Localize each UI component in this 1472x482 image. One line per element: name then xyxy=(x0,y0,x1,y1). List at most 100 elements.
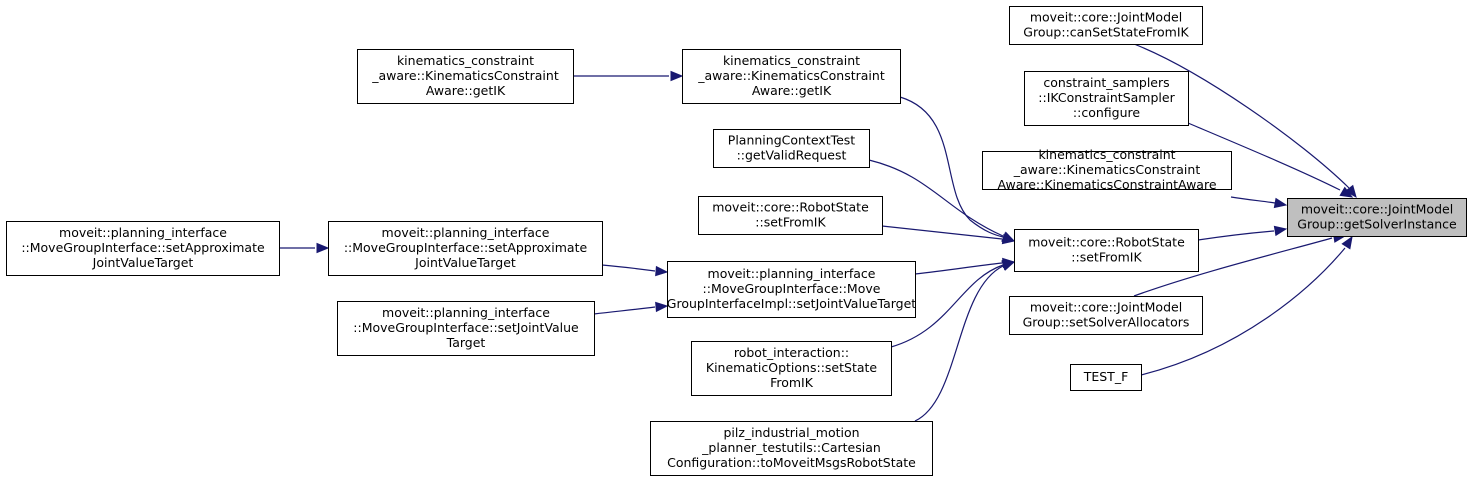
caller-node[interactable]: moveit::core::JointModelGroup::canSetSta… xyxy=(1009,6,1203,45)
edge-n2-n0 xyxy=(1187,122,1354,198)
node-box xyxy=(682,49,901,104)
node-box xyxy=(713,129,870,168)
node-box xyxy=(650,421,933,476)
root-node[interactable]: moveit::core::JointModelGroup::getSolver… xyxy=(1287,198,1467,237)
node-box xyxy=(1009,6,1203,45)
node-label-line: Aware::KinematicsConstraintAware xyxy=(997,177,1216,192)
edge-n16-n14 xyxy=(279,242,330,254)
node-label-line: _planner_testutils::Cartesian xyxy=(701,440,881,455)
edge-line xyxy=(1187,122,1341,191)
node-box xyxy=(1024,71,1189,126)
node-box xyxy=(667,261,916,318)
node-label-line: _aware::KinematicsConstraint xyxy=(1013,162,1201,177)
node-label-line: KinematicOptions::setState xyxy=(706,360,878,375)
node-label-line: robot_interaction:: xyxy=(734,345,849,360)
arrowhead-icon xyxy=(670,70,684,82)
arrowhead-icon xyxy=(1339,186,1354,198)
edge-n14-n10 xyxy=(601,264,669,277)
edge-line xyxy=(868,159,1004,237)
edge-n4-n0 xyxy=(1197,225,1288,241)
node-label-line: FromIK xyxy=(770,375,814,390)
edges-layer xyxy=(279,43,1357,422)
edge-n6-n0 xyxy=(1140,235,1353,376)
node-label-line: _aware::KinematicsConstraint xyxy=(371,68,559,83)
caller-node[interactable]: robot_interaction::KinematicOptions::set… xyxy=(691,341,892,396)
edge-line xyxy=(914,265,1004,422)
node-label-line: ::MoveGroupInterface::Move xyxy=(703,281,881,296)
edge-line xyxy=(1230,196,1276,204)
node-label-line: ::getValidRequest xyxy=(737,148,847,163)
edge-line xyxy=(1133,43,1350,189)
node-label-line: moveit::core::JointModel xyxy=(1301,202,1453,217)
node-label-line: kinematics_constraint xyxy=(1038,147,1175,162)
edge-n1-n0 xyxy=(1133,43,1357,199)
node-label-line: Aware::getIK xyxy=(426,83,506,98)
node-label-line: moveit::planning_interface xyxy=(382,305,550,320)
node-label-line: PlanningContextTest xyxy=(728,133,856,148)
edge-n15-n10 xyxy=(593,301,669,315)
arrowhead-icon xyxy=(1344,184,1357,199)
node-label-line: kinematics_constraint xyxy=(723,53,860,68)
caller-node[interactable]: PlanningContextTest::getValidRequest xyxy=(713,129,870,168)
caller-node[interactable]: kinematics_constraint_aware::KinematicsC… xyxy=(982,147,1232,192)
caller-node[interactable]: moveit::planning_interface::MoveGroupInt… xyxy=(6,221,280,276)
nodes-layer: moveit::core::JointModelGroup::getSolver… xyxy=(6,6,1467,476)
caller-node[interactable]: moveit::core::JointModelGroup::setSolver… xyxy=(1009,296,1203,335)
caller-node[interactable]: moveit::planning_interface::MoveGroupInt… xyxy=(667,261,917,318)
node-label-line: constraint_samplers xyxy=(1043,75,1169,90)
edge-line xyxy=(881,225,1003,240)
node-label-line: JointValueTarget xyxy=(414,255,516,270)
edge-line xyxy=(914,262,1003,275)
node-label-line: kinematics_constraint xyxy=(397,53,534,68)
node-box xyxy=(1287,198,1467,237)
caller-node[interactable]: moveit::core::RobotState::setFromIK xyxy=(1014,229,1199,272)
caller-node[interactable]: kinematics_constraint_aware::KinematicsC… xyxy=(357,49,574,104)
node-box xyxy=(698,196,883,235)
edge-n12-n4 xyxy=(914,261,1016,422)
node-label-line: ::setFromIK xyxy=(1071,250,1142,265)
node-label-line: ::setFromIK xyxy=(755,215,826,230)
caller-node[interactable]: constraint_samplers::IKConstraintSampler… xyxy=(1024,71,1189,126)
node-box xyxy=(6,221,280,276)
caller-node[interactable]: moveit::planning_interface::MoveGroupInt… xyxy=(337,301,595,356)
edge-line xyxy=(1140,247,1346,376)
node-box xyxy=(1009,296,1203,335)
node-label-line: Configuration::toMoveitMsgsRobotState xyxy=(667,455,916,470)
edge-n13-n7 xyxy=(572,70,684,82)
node-box xyxy=(691,341,892,396)
node-label-line: Aware::getIK xyxy=(752,83,832,98)
caller-node[interactable]: pilz_industrial_motion_planner_testutils… xyxy=(650,421,933,476)
node-label-line: _aware::KinematicsConstraint xyxy=(697,68,885,83)
arrowhead-icon xyxy=(1341,235,1353,250)
node-label-line: ::MoveGroupInterface::setApproximate xyxy=(344,240,588,255)
arrowhead-icon xyxy=(655,301,669,313)
node-label-line: GroupInterfaceImpl::setJointValueTarget xyxy=(667,296,917,311)
arrowhead-icon xyxy=(1273,225,1288,237)
node-label-line: Group::setSolverAllocators xyxy=(1023,315,1190,330)
node-label-line: moveit::core::JointModel xyxy=(1030,10,1182,25)
node-box xyxy=(328,221,603,276)
edge-line xyxy=(601,264,656,272)
node-box xyxy=(337,301,595,356)
caller-node[interactable]: kinematics_constraint_aware::KinematicsC… xyxy=(682,49,901,104)
arrowhead-icon xyxy=(655,265,669,277)
node-label-line: moveit::core::RobotState xyxy=(712,200,869,215)
caller-node[interactable]: TEST_F xyxy=(1070,364,1142,391)
node-label-line: moveit::core::RobotState xyxy=(1028,235,1185,250)
node-label-line: moveit::core::JointModel xyxy=(1030,300,1182,315)
node-label-line: moveit::planning_interface xyxy=(382,225,550,240)
edge-n3-n0 xyxy=(1230,196,1288,209)
edge-line xyxy=(890,264,1004,348)
arrowhead-icon xyxy=(1001,233,1016,245)
edge-n9-n4 xyxy=(881,225,1016,245)
node-label-line: moveit::planning_interface xyxy=(59,225,227,240)
node-label-line: ::MoveGroupInterface::setJointValue xyxy=(353,320,579,335)
node-label-line: Target xyxy=(446,335,486,350)
node-label-line: JointValueTarget xyxy=(92,255,194,270)
node-label-line: pilz_industrial_motion xyxy=(723,425,859,440)
caller-node[interactable]: moveit::planning_interface::MoveGroupInt… xyxy=(328,221,603,276)
edge-line xyxy=(593,306,656,315)
edge-line xyxy=(1133,237,1333,297)
caller-node[interactable]: moveit::core::RobotState::setFromIK xyxy=(698,196,883,235)
